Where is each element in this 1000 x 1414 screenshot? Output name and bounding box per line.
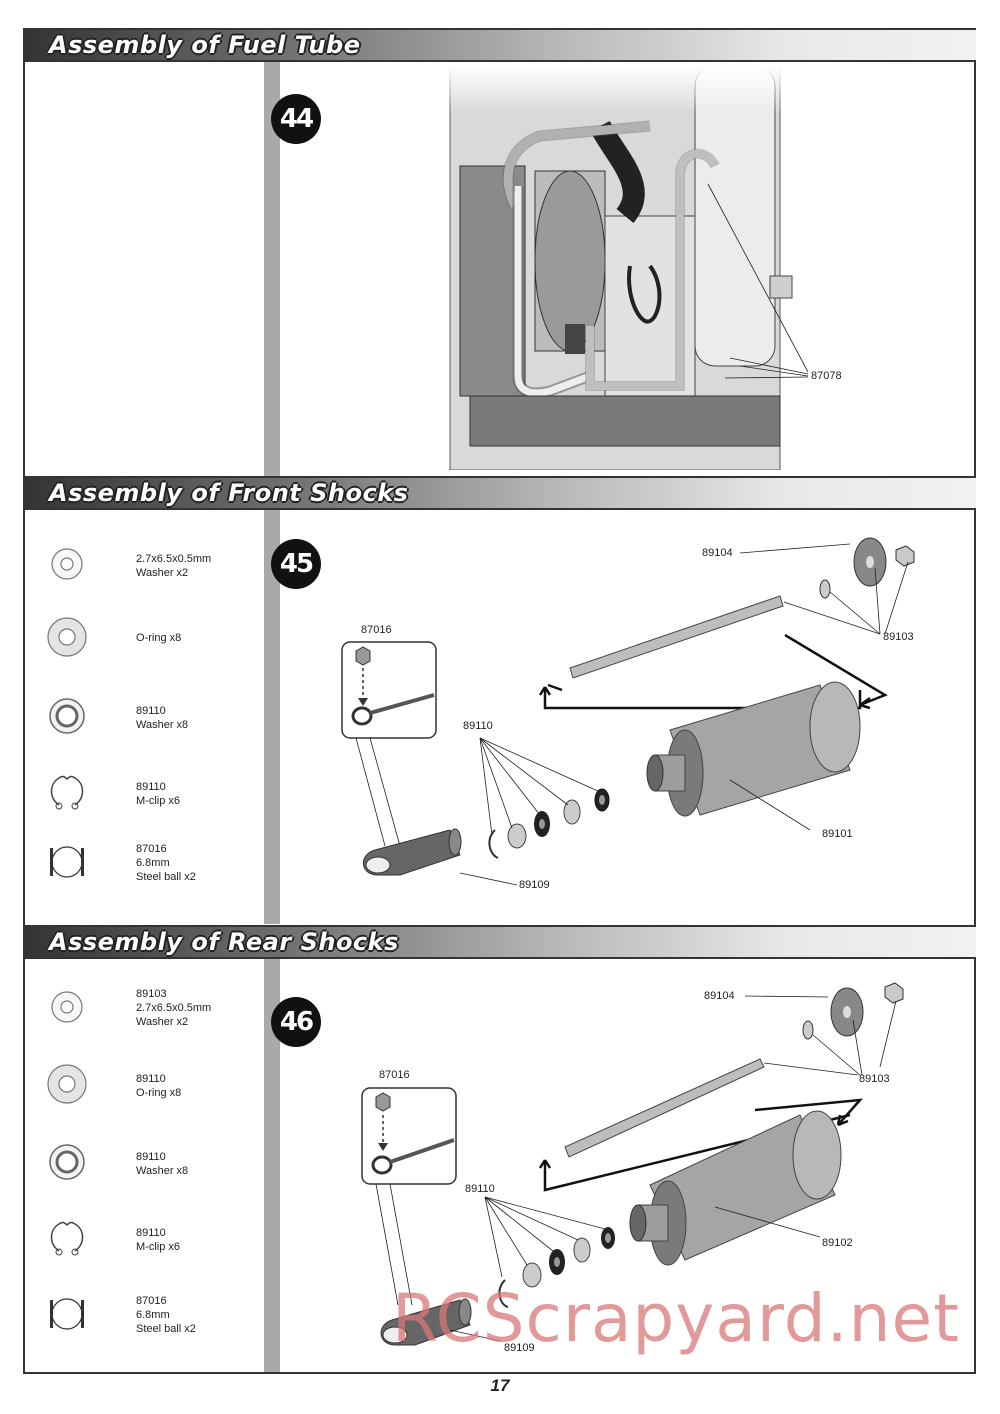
part-label-line: 6.8mm bbox=[136, 857, 170, 869]
column-divider bbox=[264, 959, 280, 1372]
section-header-fuel-tube: Assembly of Fuel Tube bbox=[23, 28, 976, 62]
rear-shock-diagram bbox=[361, 982, 904, 1346]
part-label-line: 89110 bbox=[136, 781, 166, 793]
part-label-line: O-ring x8 bbox=[136, 1087, 182, 1099]
part-label-line: Washer x8 bbox=[136, 1165, 189, 1177]
part-label-line: Steel ball x2 bbox=[136, 1323, 196, 1335]
part-label-line: M-clip x6 bbox=[136, 1241, 181, 1253]
callout-89104: 89104 bbox=[702, 547, 733, 559]
part-label-line: 89110 bbox=[136, 1227, 166, 1239]
front-shock-diagram bbox=[341, 537, 915, 886]
callout-87016: 87016 bbox=[379, 1069, 410, 1081]
page-number: 17 bbox=[490, 1376, 510, 1395]
callout-89110: 89110 bbox=[465, 1183, 495, 1195]
section-header-rear-shocks: Assembly of Rear Shocks bbox=[23, 925, 976, 959]
section-title: Assembly of Rear Shocks bbox=[49, 928, 399, 956]
step-number-46: 46 bbox=[271, 997, 321, 1047]
part-label-line: 2.7x6.5x0.5mm bbox=[136, 1002, 212, 1014]
part-label-line: Steel ball x2 bbox=[136, 871, 196, 883]
part-label-line: 89110 bbox=[136, 705, 166, 717]
part-label-line: 89110 bbox=[136, 1151, 166, 1163]
part-label-line: Washer x8 bbox=[136, 719, 189, 731]
part-label-line: O-ring x8 bbox=[136, 632, 182, 644]
fuel-tube-diagram bbox=[440, 66, 860, 470]
part-label-line: 2.7x6.5x0.5mm bbox=[136, 553, 212, 565]
section-header-front-shocks: Assembly of Front Shocks bbox=[23, 476, 976, 510]
callout-89110: 89110 bbox=[463, 720, 493, 732]
part-label-line: M-clip x6 bbox=[136, 795, 181, 807]
section-title: Assembly of Front Shocks bbox=[49, 479, 409, 507]
callout-89103: 89103 bbox=[859, 1073, 890, 1085]
part-label-line: Washer x2 bbox=[136, 1016, 189, 1028]
callout-87078: 87078 bbox=[811, 370, 842, 382]
callout-89103: 89103 bbox=[883, 631, 914, 643]
step-number-45: 45 bbox=[271, 539, 321, 589]
callout-89104: 89104 bbox=[704, 990, 735, 1002]
step-number-44: 44 bbox=[271, 94, 321, 144]
part-label-line: Washer x2 bbox=[136, 567, 189, 579]
section-title: Assembly of Fuel Tube bbox=[49, 31, 361, 59]
part-label-line: 89110 bbox=[136, 1073, 166, 1085]
callout-87016: 87016 bbox=[361, 624, 392, 636]
callout-89109: 89109 bbox=[519, 879, 550, 891]
part-label-line: 87016 bbox=[136, 1295, 167, 1307]
column-divider bbox=[264, 62, 280, 476]
column-divider bbox=[264, 510, 280, 924]
part-label: O-ring x8 bbox=[136, 631, 181, 645]
watermark: RCScrapyard.net bbox=[392, 1280, 960, 1357]
callout-89102: 89102 bbox=[822, 1237, 853, 1249]
part-row: O-ring x8 bbox=[45, 615, 255, 675]
callout-89101: 89101 bbox=[822, 828, 853, 840]
part-label-line: 89103 bbox=[136, 988, 167, 1000]
part-label-line: 87016 bbox=[136, 843, 167, 855]
callout-89109: 89109 bbox=[504, 1342, 535, 1354]
part-label-line: 6.8mm bbox=[136, 1309, 170, 1321]
